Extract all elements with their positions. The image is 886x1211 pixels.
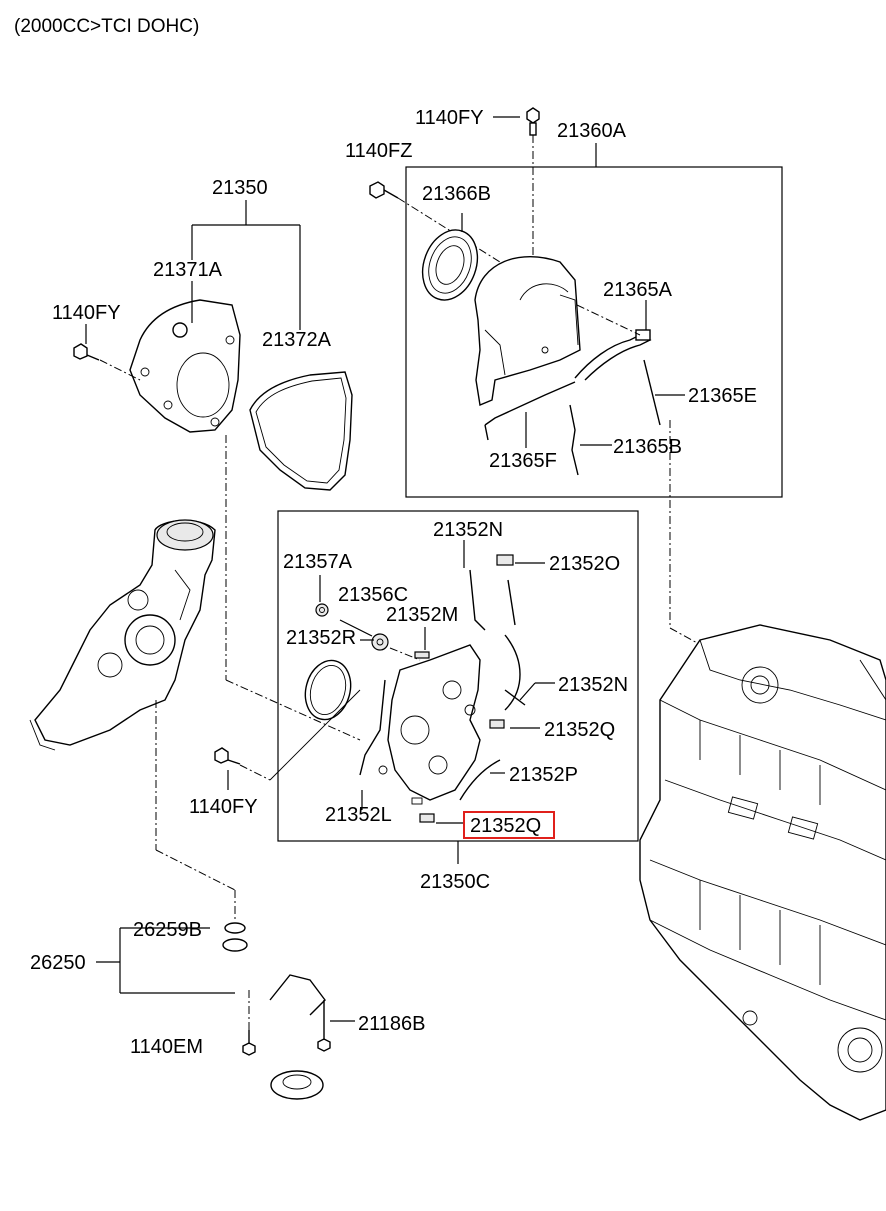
- label-21352N-mid[interactable]: 21352N: [558, 674, 628, 696]
- label-26250[interactable]: 26250: [30, 952, 86, 974]
- label-21352P[interactable]: 21352P: [509, 764, 578, 786]
- bolt-1140EM-icon: [242, 1030, 256, 1056]
- label-21365E[interactable]: 21365E: [688, 385, 757, 407]
- label-21371A[interactable]: 21371A: [153, 259, 223, 281]
- bolt-1140FY-left-icon: [73, 343, 100, 361]
- label-21365B[interactable]: 21365B: [613, 436, 682, 458]
- seal-strip-21365F-icon: [484, 381, 576, 441]
- bolt-1140FY-top-icon: [526, 107, 540, 136]
- label-21350C[interactable]: 21350C: [420, 871, 490, 893]
- bolt-1140FZ-icon: [369, 181, 399, 199]
- seal-21366B-icon: [421, 229, 479, 301]
- group-box-21360A: [405, 166, 783, 498]
- label-1140FY-top[interactable]: 1140FY: [415, 107, 484, 129]
- label-21365F[interactable]: 21365F: [489, 450, 557, 472]
- label-1140FY-left[interactable]: 1140FY: [52, 302, 121, 324]
- label-21350[interactable]: 21350: [212, 177, 268, 199]
- oil-pump-housing-icon: [29, 519, 216, 751]
- label-1140EM[interactable]: 1140EM: [130, 1036, 203, 1058]
- oil-strainer-26250-icon: [221, 938, 326, 1100]
- gasket-21352M-icon: [414, 651, 430, 659]
- label-21366B[interactable]: 21366B: [422, 183, 491, 205]
- highlight-box-21352Q[interactable]: [463, 811, 555, 839]
- label-21356C[interactable]: 21356C: [338, 584, 408, 606]
- bolt-21186B-icon: [317, 1000, 331, 1052]
- label-21360A[interactable]: 21360A: [557, 120, 627, 142]
- seal-strip-21365B-icon: [569, 404, 579, 476]
- diagram-title: (2000CC>TCI DOHC): [14, 16, 200, 37]
- upper-timing-cover-icon: [474, 255, 581, 406]
- label-21365A[interactable]: 21365A: [603, 279, 673, 301]
- label-21352M[interactable]: 21352M: [386, 604, 458, 626]
- label-21357A[interactable]: 21357A: [283, 551, 353, 573]
- seal-21352P-icon: [459, 759, 501, 801]
- label-21372A[interactable]: 21372A: [262, 329, 332, 351]
- label-21352R[interactable]: 21352R: [286, 627, 356, 649]
- seal-curve-21352N-icon: [504, 634, 526, 711]
- spacer-21352Q-mid-icon: [489, 719, 505, 729]
- label-21352L[interactable]: 21352L: [325, 804, 392, 826]
- gasket-21372A-icon: [249, 371, 353, 491]
- spacer-21352Q-icon: [419, 813, 435, 823]
- label-21186B[interactable]: 21186B: [358, 1013, 425, 1035]
- label-21352Q-highlighted[interactable]: 21352Q: [470, 815, 541, 837]
- oring-26259B-icon: [224, 922, 246, 934]
- label-21352O[interactable]: 21352O: [549, 553, 620, 575]
- nut-21357A-icon: [315, 603, 329, 617]
- label-1140FY-bottom[interactable]: 1140FY: [189, 796, 258, 818]
- engine-block-icon: [639, 624, 886, 1121]
- timing-cover-rear-21371A-icon: [129, 299, 241, 433]
- seal-strip-21352N-top-icon: [469, 569, 516, 631]
- bracket-21350: [191, 200, 301, 330]
- seal-strip-21365E-icon: [643, 359, 661, 426]
- bolt-1140FY-bottom-icon: [214, 747, 241, 765]
- bracket-26250: [96, 927, 235, 994]
- label-21352Q-mid[interactable]: 21352Q: [544, 719, 615, 741]
- label-1140FZ[interactable]: 1140FZ: [345, 140, 412, 162]
- gasket-21365A-icon: [574, 329, 652, 381]
- label-21352N-top[interactable]: 21352N: [433, 519, 503, 541]
- o-ring-21352R-icon: [304, 659, 352, 721]
- seal-strip-21352L-icon: [359, 679, 423, 805]
- spacer-21352O-icon: [496, 554, 514, 566]
- label-26259B[interactable]: 26259B: [133, 919, 202, 941]
- seal-21356C-icon: [371, 633, 389, 651]
- lower-timing-cover-icon: [387, 644, 481, 801]
